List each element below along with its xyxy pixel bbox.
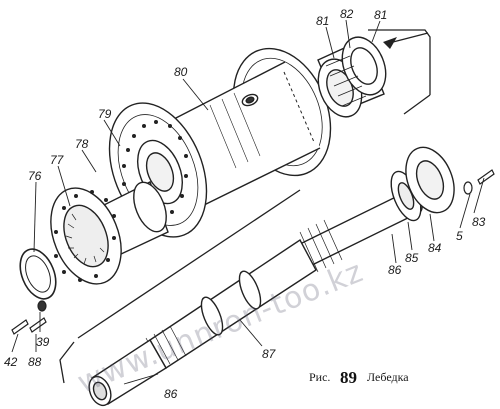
callout-85: 85 — [405, 251, 419, 265]
main-shaft — [88, 188, 423, 407]
callout-78: 78 — [75, 137, 89, 151]
callout-77: 77 — [50, 153, 65, 167]
callout-83: 83 — [472, 215, 486, 229]
callout-76: 76 — [28, 169, 42, 183]
arrow-head — [383, 37, 397, 49]
callout-86-lower: 86 — [164, 387, 178, 401]
callout-88: 88 — [28, 355, 42, 369]
leader-lines — [11, 19, 485, 385]
callout-87: 87 — [262, 347, 277, 361]
callout-39: 39 — [36, 335, 50, 349]
caption-title: Лебедка — [367, 370, 409, 384]
washer-and-bolt-right — [463, 169, 495, 195]
bearing-assembly — [317, 36, 387, 118]
seal-ring — [19, 248, 57, 300]
callout-84: 84 — [428, 241, 442, 255]
callouts: 80 79 78 77 76 81 82 81 83 5 84 85 86 87… — [4, 7, 486, 401]
arrow-line — [392, 32, 429, 43]
callout-5: 5 — [456, 229, 463, 243]
callout-42: 42 — [4, 355, 18, 369]
callout-82: 82 — [340, 7, 354, 21]
bolts-left — [11, 300, 47, 335]
callout-86-upper: 86 — [388, 263, 402, 277]
caption-prefix: Рис. — [309, 370, 330, 384]
coupling-hub — [50, 181, 169, 285]
figure-caption: Рис. 89 Лебедка — [309, 368, 409, 387]
callout-79: 79 — [98, 107, 112, 121]
callout-80: 80 — [174, 65, 188, 79]
bearing-cover — [390, 146, 455, 222]
caption-number: 89 — [340, 368, 357, 387]
callout-81-left: 81 — [316, 14, 329, 28]
callout-81-right: 81 — [374, 8, 387, 22]
